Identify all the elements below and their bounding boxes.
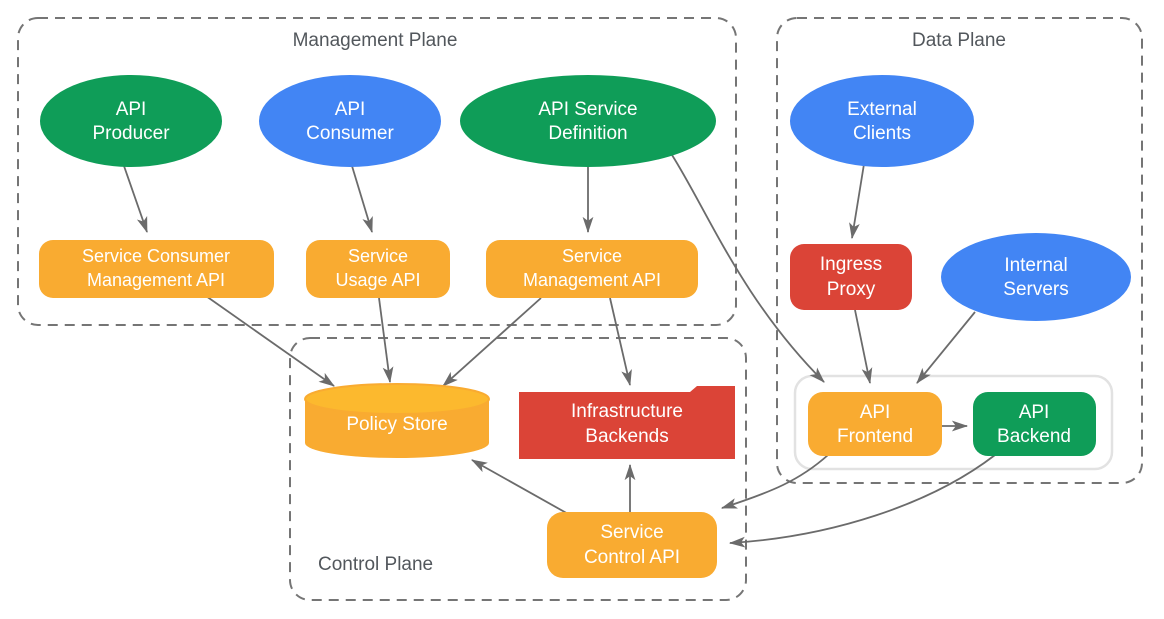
api-backend-shape[interactable] <box>973 392 1096 456</box>
ingress-proxy-shape[interactable] <box>790 244 912 310</box>
api-runtime-group-boundary <box>793 374 1114 471</box>
group-api-runtime <box>793 374 1114 471</box>
edge-api-producer-to-service-consumer-management-api <box>123 165 148 234</box>
edge-service-control-api-to-policy-store <box>471 459 571 516</box>
node-ingress-proxy[interactable]: Ingress Proxy <box>790 244 912 310</box>
edge-ingress-proxy-to-api-frontend <box>854 309 873 385</box>
edge-api-frontend-to-service-control-api <box>720 454 829 509</box>
control-plane-label: Control Plane <box>318 554 433 575</box>
node-internal-servers[interactable]: Internal Servers <box>941 233 1131 321</box>
edge-api-service-definition-to-api-frontend <box>671 154 825 383</box>
internal-servers-shape[interactable] <box>941 233 1131 321</box>
policy-store-top-edge <box>304 383 490 415</box>
edge-layer <box>123 154 996 548</box>
policy-store-top[interactable] <box>305 384 489 414</box>
api-producer-shape[interactable] <box>40 75 222 167</box>
service-management-api-shape[interactable] <box>486 240 698 298</box>
node-api-backend[interactable]: API Backend <box>973 392 1096 456</box>
policy-store-body[interactable] <box>305 399 489 458</box>
api-frontend-shape[interactable] <box>808 392 942 456</box>
node-infrastructure-backends[interactable]: Infrastructure Backends <box>519 386 735 459</box>
node-service-control-api[interactable]: Service Control API <box>547 512 717 578</box>
node-policy-store[interactable]: Policy Store <box>304 383 490 458</box>
edge-service-management-api-to-infrastructure-backends <box>609 297 632 387</box>
api-service-definition-shape[interactable] <box>460 75 716 167</box>
data-plane-label: Data Plane <box>912 30 1006 51</box>
node-api-producer[interactable]: API Producer <box>40 75 222 167</box>
node-api-frontend[interactable]: API Frontend <box>808 392 942 456</box>
edge-service-consumer-management-api-to-policy-store <box>205 295 335 387</box>
service-consumer-management-api-shape[interactable] <box>39 240 274 298</box>
data-plane-boundary <box>776 17 1143 484</box>
group-management-plane: Management Plane <box>17 17 737 326</box>
edge-service-usage-api-to-policy-store <box>378 297 394 384</box>
edge-api-consumer-to-service-usage-api <box>351 165 373 234</box>
infrastructure-backends-shape[interactable] <box>519 386 735 459</box>
edge-service-management-api-to-policy-store <box>442 297 542 387</box>
node-service-management-api[interactable]: Service Management API <box>486 240 698 298</box>
edge-internal-servers-to-api-frontend <box>916 311 976 384</box>
node-external-clients[interactable]: External Clients <box>790 75 974 167</box>
control-plane-boundary <box>289 337 747 601</box>
service-control-api-shape[interactable] <box>547 512 717 578</box>
management-plane-label: Management Plane <box>293 30 458 51</box>
node-api-consumer[interactable]: API Consumer <box>259 75 441 167</box>
node-api-service-definition[interactable]: API Service Definition <box>460 75 716 167</box>
node-service-consumer-management-api[interactable]: Service Consumer Management API <box>39 240 274 298</box>
group-data-plane: Data Plane <box>776 17 1143 484</box>
management-plane-boundary <box>17 17 737 326</box>
group-control-plane: Control Plane <box>289 337 747 601</box>
edge-api-backend-to-service-control-api <box>728 454 996 548</box>
node-service-usage-api[interactable]: Service Usage API <box>306 240 450 298</box>
service-usage-api-shape[interactable] <box>306 240 450 298</box>
api-consumer-shape[interactable] <box>259 75 441 167</box>
external-clients-shape[interactable] <box>790 75 974 167</box>
edge-external-clients-to-ingress-proxy <box>849 163 865 240</box>
